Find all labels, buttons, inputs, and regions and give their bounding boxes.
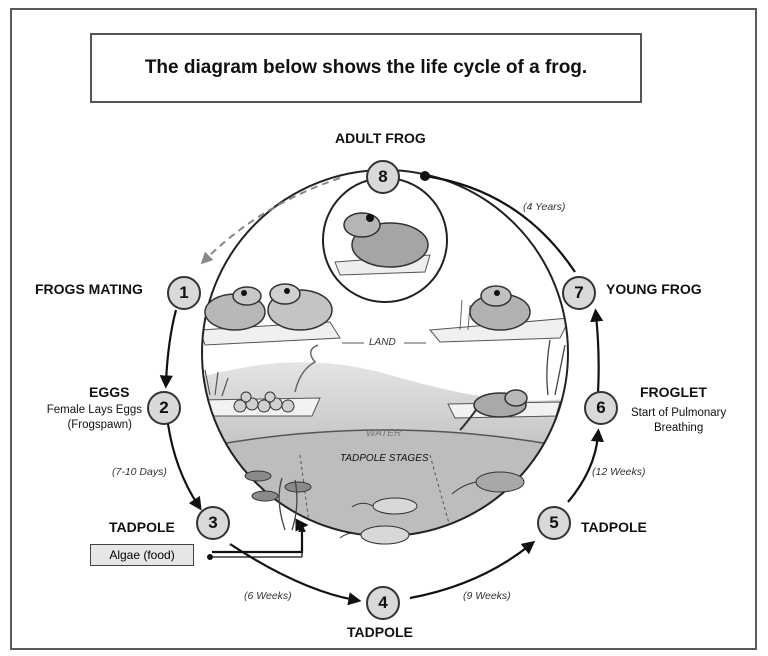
mating-frogs-illustration [204,283,333,331]
stage-5-number: 5 [537,506,571,540]
tadpole-4-label: TADPOLE [347,624,413,640]
duration-7-10-days: (7-10 Days) [112,466,167,478]
duration-9-weeks: (9 Weeks) [463,590,511,602]
adult-frog-label: ADULT FROG [335,130,426,146]
tadpoles-illustration [244,470,525,545]
eggs-desc-line1: Female Lays Eggs [46,404,142,416]
diagram-frame [10,8,757,650]
stage-1-number: 1 [167,276,201,310]
froglet-illustration [459,339,566,431]
duration-4-years: (4 Years) [523,201,566,213]
water-label: WATER [366,428,402,439]
stage-2-number: 2 [147,391,181,425]
tadpole-5-label: TADPOLE [581,519,647,535]
froglet-label: FROGLET [640,384,707,400]
stage-3-number: 3 [196,506,230,540]
title-box: The diagram below shows the life cycle o… [90,33,642,103]
algae-label-box: Algae (food) [90,544,194,566]
page-title: The diagram below shows the life cycle o… [144,57,588,78]
tadpole-3-label: TADPOLE [109,519,175,535]
tadpole-stages-label: TADPOLE STAGES [340,453,429,464]
stage-4-number: 4 [366,586,400,620]
stage-7-number: 7 [562,276,596,310]
stage-8-number: 8 [366,160,400,194]
young-frog-label: YOUNG FROG [606,281,702,297]
algae-label: Algae (food) [109,548,175,562]
froglet-desc-line2: Breathing [654,422,704,434]
young-frog-illustration [459,285,531,331]
frogspawn-illustration [204,344,319,413]
eggs-desc-line2: (Frogspawn) [67,419,132,431]
eggs-label: EGGS [89,384,130,400]
duration-12-weeks: (12 Weeks) [592,466,646,478]
adult-frog-illustration [334,212,431,276]
cycle-arrows [159,174,605,606]
duration-6-weeks: (6 Weeks) [244,590,292,602]
land-label: LAND [369,337,396,348]
froglet-desc-line1: Start of Pulmonary [631,407,727,419]
stage-6-number: 6 [584,391,618,425]
frogs-mating-label: FROGS MATING [35,281,143,297]
